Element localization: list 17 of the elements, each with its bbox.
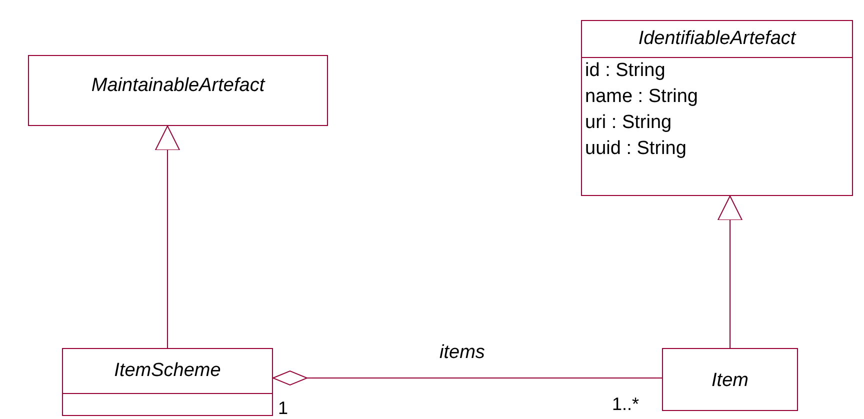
class-box: [662, 348, 798, 411]
class-name: MaintainableArtefact: [90, 74, 266, 98]
class-name: ItemScheme: [113, 359, 222, 383]
attribute-text: uri : String: [584, 111, 673, 135]
multiplicity-label: 1: [278, 398, 288, 419]
attribute-text: uuid : String: [584, 137, 688, 161]
class-name: IdentifiableArtefact: [582, 21, 852, 58]
class-box: [581, 20, 853, 196]
generalization-arrow: [155, 126, 180, 348]
aggregation-line: [272, 370, 662, 386]
class-box: [28, 55, 328, 126]
attribute-text: id : String: [584, 59, 666, 83]
attribute-text: name : String: [584, 85, 699, 109]
generalization-arrow: [718, 196, 742, 348]
class-box: [62, 348, 273, 416]
class-name: Item: [710, 369, 750, 393]
multiplicity-label: 1..*: [612, 394, 640, 415]
